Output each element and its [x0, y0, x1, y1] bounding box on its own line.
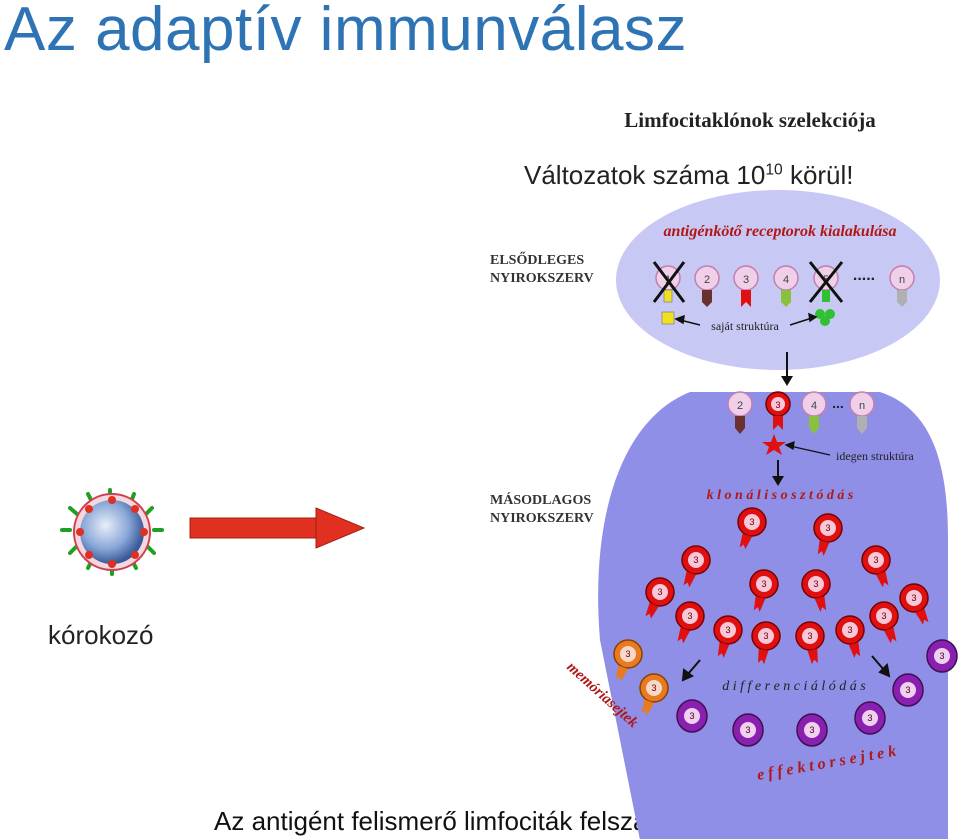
- pathogen-virus-icon: [60, 488, 164, 576]
- svg-text:3: 3: [905, 685, 910, 695]
- primary-clone-4: 4: [773, 265, 799, 307]
- effector-cell: 3: [676, 699, 708, 733]
- variant-count-suffix: körül!: [782, 160, 854, 190]
- selection-arrow: [781, 352, 793, 386]
- foreign-structure-label: idegen struktúra: [836, 449, 914, 463]
- effector-cell: 3: [732, 713, 764, 747]
- memory-cell: 3: [639, 673, 669, 716]
- clone-cell: 3: [861, 545, 891, 588]
- clone-cell: 3: [645, 577, 675, 619]
- division-arrow: [772, 460, 784, 486]
- clone-cell: 3: [681, 545, 711, 588]
- secondary-organ-label-line2: NYIROKSZERV: [490, 511, 594, 526]
- selected-clone-3: 3: [765, 391, 791, 430]
- svg-text:3: 3: [689, 711, 694, 721]
- memory-cell: 3: [613, 639, 643, 682]
- clone-cell: 3: [795, 621, 825, 665]
- svg-text:3: 3: [873, 555, 878, 565]
- svg-text:3: 3: [687, 611, 692, 621]
- svg-text:3: 3: [745, 725, 750, 735]
- page-title: Az adaptív immunválasz: [4, 0, 687, 64]
- svg-text:3: 3: [847, 625, 852, 635]
- svg-text:2: 2: [704, 274, 710, 286]
- clone-cell: 3: [749, 569, 779, 612]
- svg-text:3: 3: [763, 631, 768, 641]
- primary-organ-label-line2: NYIROKSZERV: [490, 271, 594, 286]
- foreign-structure-arrow: [784, 441, 831, 456]
- variant-count-text: Változatok száma 1010 körül!: [524, 160, 854, 191]
- svg-text:3: 3: [761, 579, 766, 589]
- self-structure-arrows: [674, 312, 818, 326]
- svg-text:4: 4: [783, 274, 789, 286]
- svg-text:3: 3: [725, 625, 730, 635]
- clone-cell: 3: [899, 583, 929, 625]
- primary-ellipsis: .....: [853, 267, 875, 284]
- pathogen-entry-arrow: [189, 507, 366, 549]
- primary-clone-1: 1: [652, 261, 686, 325]
- primary-clone-n: n: [889, 265, 915, 307]
- clone-cell: 3: [813, 513, 843, 556]
- variant-count-prefix: Változatok száma 10: [524, 160, 766, 190]
- primary-clone-5: 5: [808, 261, 844, 326]
- svg-text:4: 4: [811, 400, 817, 412]
- primary-organ-label-line1: ELSŐDLEGES: [490, 251, 584, 268]
- clone-cell: 3: [675, 601, 705, 644]
- svg-text:3: 3: [809, 725, 814, 735]
- secondary-organ-label-line1: MÁSODLAGOS: [490, 491, 591, 508]
- effector-cell: 3: [796, 713, 828, 747]
- effector-cell: 3: [926, 639, 958, 673]
- foreign-antigen-star-icon: [762, 434, 786, 455]
- selected-clone-n: n: [849, 391, 875, 434]
- clone-cell: 3: [713, 615, 743, 658]
- primary-clone-3: 3: [733, 265, 759, 307]
- diagram-heading: Limfocitaklónok szelekciója: [624, 108, 876, 132]
- svg-text:n: n: [859, 400, 865, 412]
- receptor-formation-label: antigénkötő receptorok kialakulása: [664, 223, 897, 240]
- svg-text:3: 3: [881, 611, 886, 621]
- svg-text:3: 3: [867, 713, 872, 723]
- primary-clone-2: 2: [694, 265, 720, 307]
- svg-text:3: 3: [693, 555, 698, 565]
- svg-text:3: 3: [749, 517, 754, 527]
- clone-cell: 3: [801, 569, 831, 612]
- svg-text:2: 2: [737, 400, 743, 412]
- clone-cell: 3: [751, 621, 781, 665]
- svg-text:3: 3: [743, 274, 749, 286]
- svg-text:3: 3: [825, 523, 830, 533]
- clonal-division-label: k l o n á l i s o s z t ó d á s: [707, 488, 854, 503]
- variant-count-exponent: 10: [765, 161, 783, 179]
- selected-clone-4: 4: [801, 391, 827, 434]
- pathogen-label: kórokozó: [48, 620, 154, 650]
- differentiation-arrows: [681, 655, 891, 682]
- differentiation-label: d i f f e r e n c i á l ó d á s: [722, 679, 866, 694]
- svg-text:3: 3: [911, 593, 916, 603]
- svg-text:3: 3: [813, 579, 818, 589]
- svg-text:n: n: [899, 274, 905, 286]
- svg-text:3: 3: [657, 587, 662, 597]
- svg-text:3: 3: [939, 651, 944, 661]
- svg-text:3: 3: [807, 631, 812, 641]
- svg-text:3: 3: [651, 683, 656, 693]
- clone-cell: 3: [737, 507, 767, 550]
- effector-cell: 3: [854, 701, 886, 735]
- clone-cell: 3: [869, 601, 899, 644]
- selected-ellipsis: ...: [832, 395, 844, 411]
- selected-clone-2: 2: [727, 391, 753, 434]
- self-structure-label: saját struktúra: [711, 319, 779, 333]
- svg-text:3: 3: [625, 649, 630, 659]
- clone-cell: 3: [835, 615, 865, 658]
- effector-cell: 3: [892, 673, 924, 707]
- svg-text:3: 3: [775, 400, 780, 410]
